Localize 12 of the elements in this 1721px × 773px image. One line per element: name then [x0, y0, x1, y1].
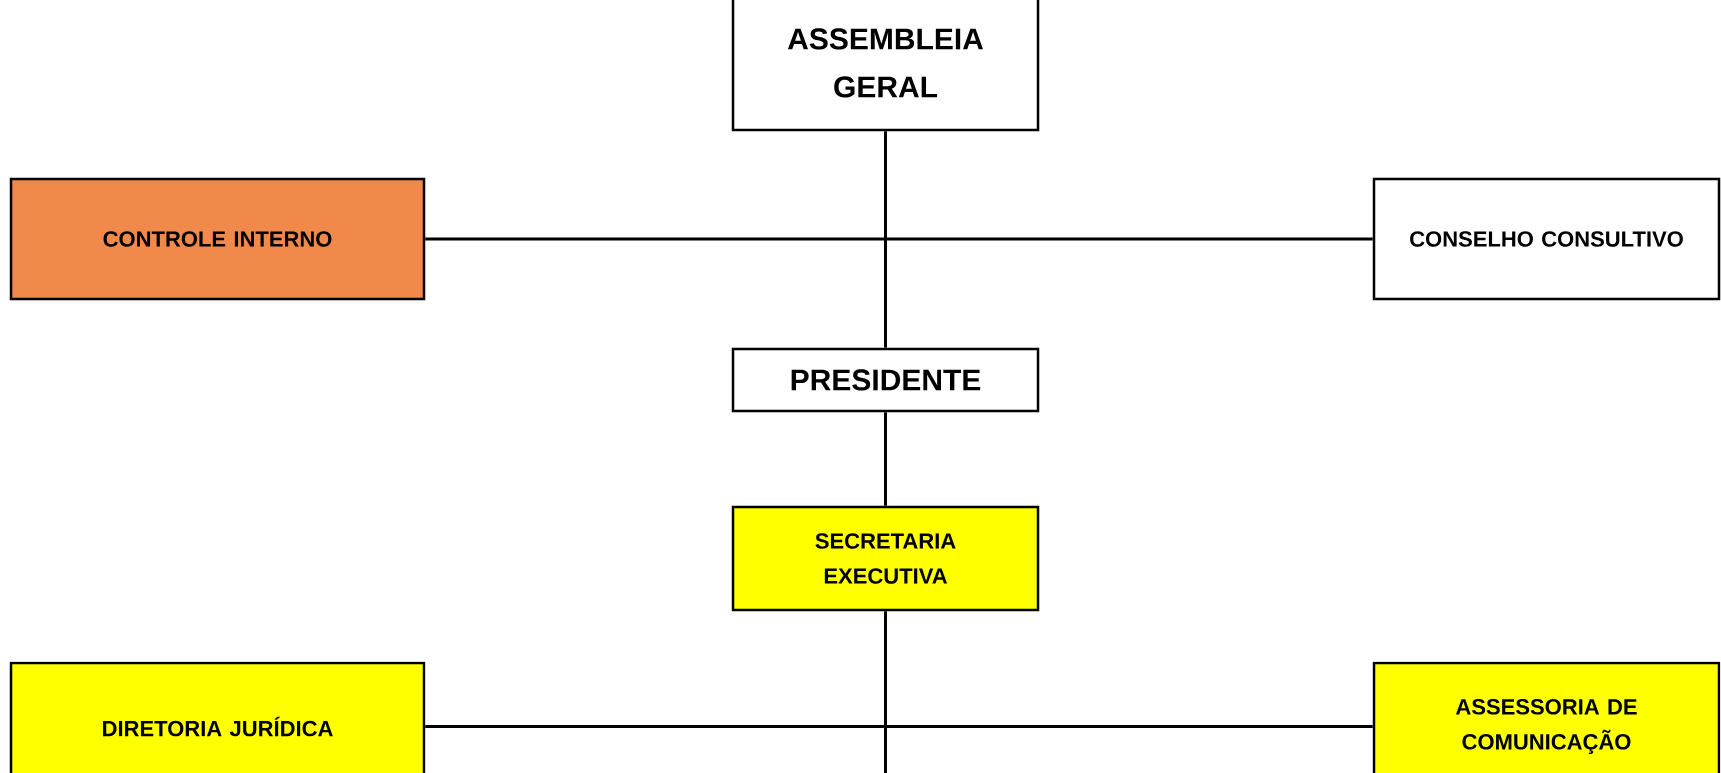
connector-line	[425, 725, 1373, 728]
org-box: ASSEMBLEIA GERAL	[731, 0, 1040, 132]
org-box: PRESIDENTE	[731, 347, 1040, 413]
connector-line	[884, 131, 887, 348]
connector-line	[884, 412, 887, 506]
connector-line	[425, 237, 1373, 241]
org-box: CONSELHO CONSULTIVO	[1372, 177, 1721, 301]
org-box: DIRETORIA JURÍDICA	[9, 661, 426, 773]
org-box: SECRETARIA EXECUTIVA	[731, 505, 1040, 612]
org-box: ASSESSORIA DE COMUNICAÇÃO	[1372, 661, 1721, 773]
connector-line	[884, 611, 887, 773]
org-box: CONTROLE INTERNO	[9, 177, 426, 301]
